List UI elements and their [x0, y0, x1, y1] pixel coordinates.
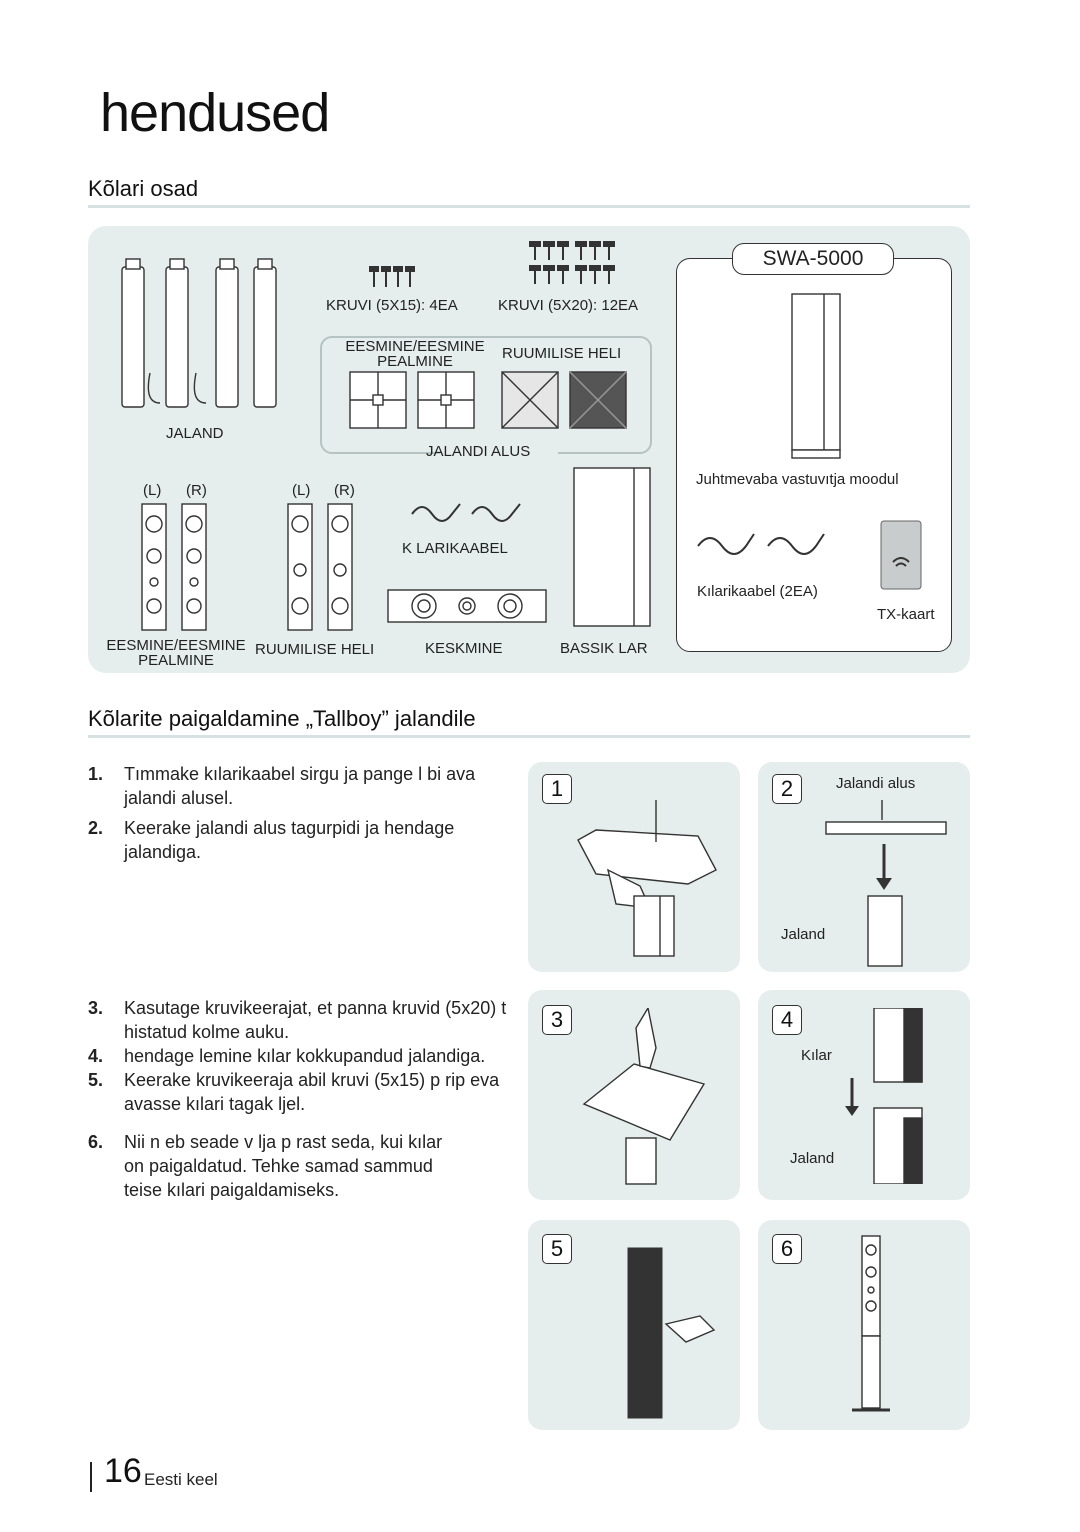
instruction-item: 2. Keerake jalandi alus tagurpidi ja hen… [88, 818, 455, 862]
surround-base-label: RUUMILISE HELI [502, 345, 622, 362]
instruction-item: 6. Nii n eb seade v lja p rast seda, kui… [88, 1132, 443, 1200]
step6-illustration [852, 1235, 890, 1412]
speaker-callout: Kılar [801, 1047, 832, 1064]
page-title: hendused [100, 83, 330, 143]
wireless-module-illustration [791, 293, 841, 459]
stand-label: JALAND [166, 425, 224, 442]
center-speaker-label: KESKMINE [425, 640, 503, 657]
swa-cable-icon [697, 533, 825, 555]
step-number-badge: 3 [542, 1005, 572, 1035]
footer-divider [90, 1462, 92, 1492]
stand-parts-illustration [121, 258, 277, 408]
subwoofer-illustration [573, 467, 651, 627]
step5-illustration [627, 1247, 716, 1419]
instruction-item: 3. Kasutage kruvikeerajat, et panna kruv… [88, 998, 507, 1042]
instruction-list: 3. Kasutage kruvikeerajat, et panna kruv… [88, 996, 508, 1208]
step4-illustration [873, 1008, 923, 1184]
step-number-badge: 1 [542, 774, 572, 804]
instruction-item: 1. Tımmake kılarikaabel sirgu ja pange l… [88, 764, 476, 808]
section-title-installation: Kõlarite paigaldamine „Tallboy” jalandil… [88, 706, 476, 731]
instruction-item: 5. Keerake kruvikeeraja abil kruvi (5x15… [88, 1070, 500, 1114]
section-divider [88, 735, 970, 738]
lr-right-label: (R) [186, 482, 207, 499]
speaker-cable-label: K LARIKAABEL [402, 540, 508, 557]
step-number-badge: 6 [772, 1234, 802, 1264]
front-base-label: EESMINE/EESMINE PEALMINE [345, 338, 485, 370]
screw-5x20-icon [529, 241, 615, 284]
screw-5x20-label: KRUVI (5X20): 12EA [498, 297, 639, 314]
front-speakers-illustration [141, 503, 207, 631]
step1-illustration [577, 800, 717, 957]
step-number-badge: 5 [542, 1234, 572, 1264]
page-number: 16 [104, 1452, 142, 1490]
tx-card-label: TX-kaart [877, 606, 935, 623]
surround-speakers-illustration [287, 503, 353, 631]
swa-cable-label: Kılarikaabel (2EA) [697, 583, 818, 600]
stand-base-illustration [349, 371, 627, 429]
stand-callout: Jaland [790, 1150, 835, 1167]
stand-base-callout: Jalandi alus [836, 775, 916, 792]
step2-illustration [825, 800, 947, 967]
wireless-module-label: Juhtmevaba vastuvıtja moodul [696, 471, 899, 488]
step3-illustration [582, 1008, 706, 1185]
down-arrow-icon [845, 1078, 859, 1116]
stand-callout: Jaland [781, 926, 826, 943]
speaker-cable-icon [411, 503, 521, 522]
stand-base-label: JALANDI ALUS [426, 443, 531, 460]
instruction-list: 1. Tımmake kılarikaabel sirgu ja pange l… [88, 762, 508, 870]
front-speaker-label: EESMINE/EESMINE PEALMINE [106, 637, 246, 669]
swa-model-badge: SWA-5000 [732, 243, 894, 275]
instruction-item: 4. hendage lemine kılar kokkupandud jala… [88, 1046, 486, 1066]
section-divider [88, 205, 970, 208]
step-number-badge: 2 [772, 774, 802, 804]
footer-language: Eesti keel [144, 1470, 218, 1489]
subwoofer-label: BASSIK LAR [560, 640, 648, 657]
surround-speaker-label: RUUMILISE HELI [255, 641, 375, 658]
center-speaker-illustration [387, 589, 547, 623]
screw-5x15-label: KRUVI (5X15): 4EA [326, 297, 458, 314]
screw-5x15-icon [369, 266, 415, 287]
tx-card-illustration [880, 520, 922, 590]
step-number-badge: 4 [772, 1005, 802, 1035]
lr-left-label: (L) [292, 482, 311, 499]
lr-right-label: (R) [334, 482, 355, 499]
section-title-speaker-parts: Kõlari osad [88, 176, 199, 201]
lr-left-label: (L) [143, 482, 162, 499]
